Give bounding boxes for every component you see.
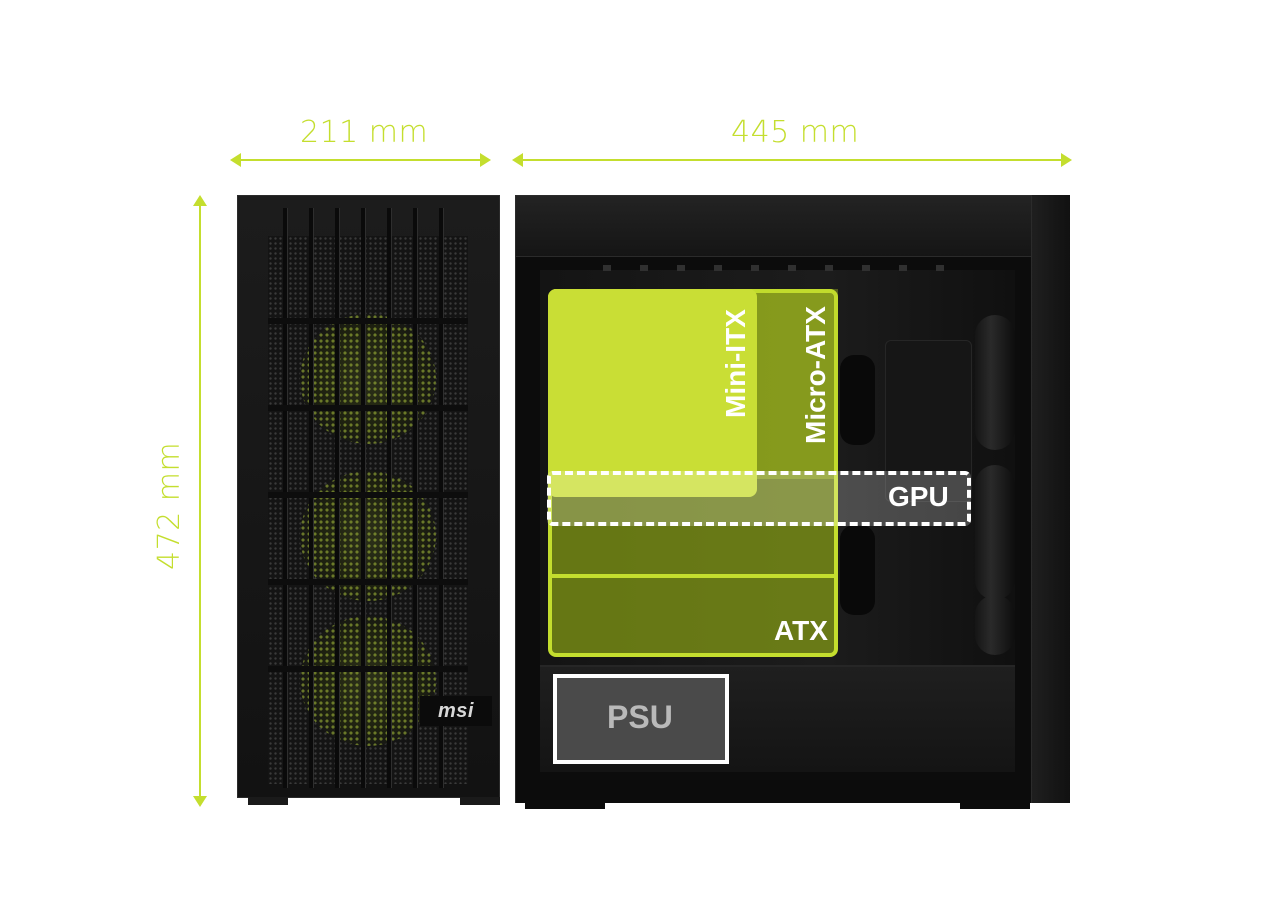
front-grille-bar <box>335 208 339 788</box>
rear-fan <box>975 465 1015 600</box>
front-grille-bar <box>283 208 287 788</box>
case-front-view: msi <box>237 195 500 805</box>
front-grille-crossbar <box>268 666 468 672</box>
depth-dimension-arrow <box>512 153 1072 167</box>
case-foot <box>960 799 1030 809</box>
cpu-cutout <box>885 340 972 502</box>
mini-itx-label: Mini-ITX <box>720 309 751 418</box>
top-vent-slot <box>936 265 944 271</box>
top-vent-slot <box>640 265 648 271</box>
top-vent-slot <box>825 265 833 271</box>
cable-cutout <box>840 525 875 615</box>
height-dimension-arrow <box>193 195 207 807</box>
top-vent-slot <box>714 265 722 271</box>
width-dimension-arrow <box>230 153 491 167</box>
case-side-edge <box>1032 195 1070 803</box>
gpu-zone <box>547 471 971 526</box>
gpu-label: GPU <box>888 481 949 512</box>
rear-fan <box>975 315 1015 450</box>
micro-atx-zone <box>752 289 838 479</box>
front-grille-bar <box>361 208 365 788</box>
atx-divider <box>552 574 834 578</box>
front-grille-bar <box>309 208 313 788</box>
front-grille-bar <box>439 208 443 788</box>
depth-dimension-label: 445 mm <box>731 115 860 150</box>
height-dimension-label: 472 mm <box>152 441 187 570</box>
case-foot <box>525 799 605 809</box>
case-top-panel <box>515 195 1032 257</box>
top-vent-slot <box>751 265 759 271</box>
top-vent-slot <box>788 265 796 271</box>
front-grille-bar <box>387 208 391 788</box>
top-vent-slot <box>677 265 685 271</box>
micro-atx-label: Micro-ATX <box>800 306 831 444</box>
top-vent-slot <box>899 265 907 271</box>
front-grille-crossbar <box>268 318 468 324</box>
width-dimension-label: 211 mm <box>300 115 429 150</box>
psu-zone <box>553 674 729 764</box>
top-vent-slot <box>862 265 870 271</box>
mini-itx-zone <box>548 289 757 497</box>
psu-label: PSU <box>607 699 673 735</box>
case-foot <box>460 797 500 805</box>
front-grille-bar <box>413 208 417 788</box>
atx-label: ATX <box>774 615 828 646</box>
cable-cutout <box>840 355 875 445</box>
case-foot <box>248 797 288 805</box>
front-grille-crossbar <box>268 579 468 585</box>
front-grille-crossbar <box>268 492 468 498</box>
front-grille-crossbar <box>268 405 468 411</box>
top-vent-slot <box>603 265 611 271</box>
rear-fan <box>975 595 1015 655</box>
msi-logo: msi <box>420 696 492 726</box>
